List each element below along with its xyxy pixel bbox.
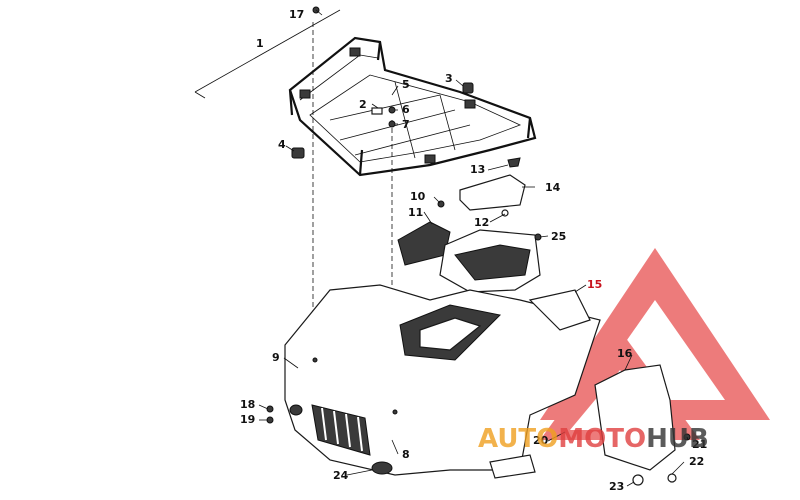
part-14 <box>459 174 526 211</box>
callout-12: 12 <box>474 216 489 229</box>
callout-11: 11 <box>408 206 423 219</box>
part-7 <box>388 120 396 128</box>
front-fender <box>284 284 601 479</box>
callout-22: 22 <box>689 455 704 468</box>
callout-6: 6 <box>402 103 410 116</box>
callout-10: 10 <box>410 190 426 203</box>
callout-23: 23 <box>609 480 624 493</box>
rack <box>288 36 537 177</box>
leader-1-tick <box>194 91 206 99</box>
grille <box>311 404 371 456</box>
callout-21: 21 <box>692 438 707 451</box>
part-6 <box>388 106 396 114</box>
part-4 <box>291 147 305 159</box>
watermark-part-hub: HUB <box>646 424 709 454</box>
callout-14: 14 <box>545 181 561 194</box>
callout-17: 17 <box>289 8 304 21</box>
callout-19: 19 <box>240 413 255 426</box>
part-2 <box>371 107 383 115</box>
callout-16: 16 <box>617 347 633 360</box>
callout-1: 1 <box>256 37 264 50</box>
watermark-part-auto: AUTO <box>478 424 558 454</box>
part-3 <box>462 82 474 94</box>
inner-housing-shadow <box>454 244 531 281</box>
part-22 <box>667 473 677 483</box>
callout-8: 8 <box>402 448 410 461</box>
watermark-part-moto: MOTO <box>558 424 646 454</box>
part-18 <box>266 405 274 413</box>
callout-20: 20 <box>533 434 549 447</box>
callout-24: 24 <box>333 469 349 482</box>
callout-15: 15 <box>587 278 602 291</box>
leader-1 <box>194 9 341 93</box>
callout-7: 7 <box>402 118 410 131</box>
callout-18: 18 <box>240 398 255 411</box>
callout-4: 4 <box>278 138 286 151</box>
callout-25: 25 <box>551 230 566 243</box>
part-13 <box>507 157 521 168</box>
callout-3: 3 <box>445 72 453 85</box>
callout-2: 2 <box>359 98 367 111</box>
part-23 <box>632 474 644 486</box>
part-16 <box>594 364 676 471</box>
watermark-text: AUTOMOTOHUB <box>478 424 709 454</box>
callout-5: 5 <box>402 78 410 91</box>
callout-13: 13 <box>470 163 485 176</box>
callout-9: 9 <box>272 351 280 364</box>
